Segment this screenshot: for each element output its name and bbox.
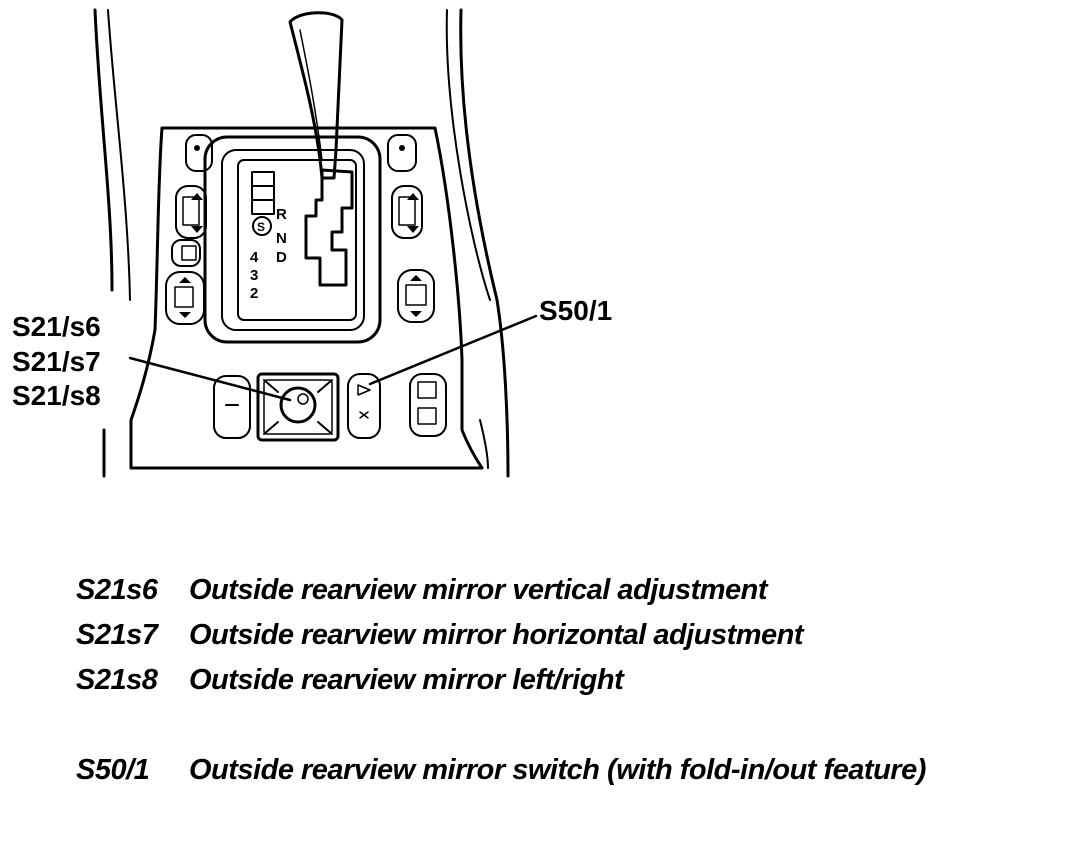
legend-code: S50/1: [76, 754, 150, 786]
left-button-2: [175, 185, 207, 239]
legend-description: Outside rearview mirror horizontal adjus…: [189, 619, 804, 651]
gear-label-4: 4: [250, 249, 259, 266]
shift-gate-surround-outer: [203, 135, 382, 344]
right-button-3: [397, 269, 435, 323]
callout-s50-1: S50/1: [539, 295, 612, 326]
gear-label-2: 2: [250, 285, 258, 302]
console-trim-right-inner: [445, 9, 491, 301]
console-lower-right: [479, 419, 489, 469]
right-button-1: [387, 134, 417, 172]
callout-s21-s8: S21/s8: [12, 380, 101, 411]
right-button-2: [391, 185, 423, 239]
gear-label-3: 3: [250, 267, 258, 284]
left-button-3: [171, 239, 201, 267]
left-button-4: [165, 271, 205, 325]
leader-line-mirror-adjust: [128, 356, 292, 402]
mirror-adjust-switch-frame: [256, 372, 340, 442]
legend-code: S21s6: [76, 574, 158, 606]
callout-s21-s6: S21/s6: [12, 311, 101, 342]
shift-lever-knob: [288, 11, 344, 180]
shift-gate-plate: [237, 159, 357, 321]
legend-description: Outside rearview mirror switch (with fol…: [189, 754, 926, 786]
status-dot-icon: [194, 145, 200, 151]
shift-lever-knob-highlight: [299, 29, 323, 161]
left-button-1: [185, 134, 213, 172]
up-down-arrow-icon: [407, 193, 419, 200]
console-trim-left-inner: [107, 9, 131, 301]
gear-label-d: D: [276, 249, 287, 266]
mode-badge-circle: [252, 216, 272, 236]
mirror-fold-switch: [347, 373, 381, 439]
up-down-arrow-icon: [410, 275, 422, 281]
shift-gate-surround-inner: [221, 149, 365, 331]
console-trim-left-outer: [93, 8, 114, 292]
status-dot-icon: [399, 145, 405, 151]
up-down-arrow-icon: [179, 277, 191, 283]
legend-description: Outside rearview mirror left/right: [189, 664, 624, 696]
console-panel-outline: [129, 126, 484, 470]
lower-left-switch: [213, 375, 251, 439]
gear-label-n: N: [276, 230, 287, 247]
gear-mode-badge: S: [257, 220, 265, 234]
up-down-arrow-icon: [191, 193, 203, 200]
callout-s21-s7: S21/s7: [12, 346, 101, 377]
gear-indicator-box: [251, 171, 275, 215]
leader-line-fold-switch: [368, 314, 538, 386]
console-trim-right-outer: [459, 8, 510, 478]
gear-label-r: R: [276, 206, 287, 223]
legend-code: S21s7: [76, 619, 158, 651]
lower-right-switch: [409, 373, 447, 437]
shift-gate-slot: [304, 168, 354, 287]
mirror-adjust-joystick: [279, 386, 317, 424]
legend-code: S21s8: [76, 664, 158, 696]
legend-description: Outside rearview mirror vertical adjustm…: [189, 574, 768, 606]
